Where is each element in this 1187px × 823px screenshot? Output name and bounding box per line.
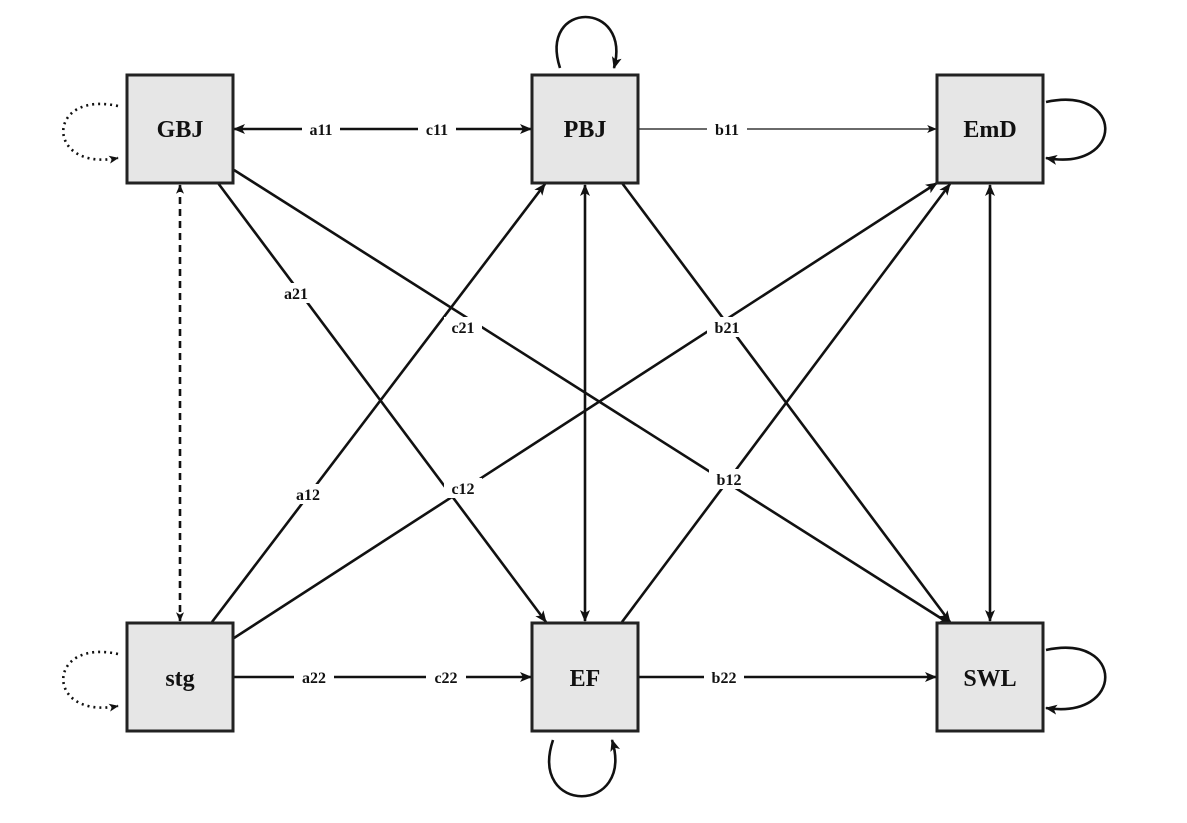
svg-text:GBJ: GBJ	[157, 117, 204, 143]
edge-label-c21: c21	[444, 317, 482, 337]
edge-label-a22: a22	[294, 667, 334, 687]
edge-stg-emd	[233, 181, 938, 640]
node-pbj: PBJ	[530, 73, 640, 185]
node-stg: stg	[125, 621, 235, 733]
edge-label-c22: c22	[426, 667, 466, 687]
svg-text:EF: EF	[570, 666, 601, 692]
edge-label-c12: c12	[444, 478, 482, 498]
edge-label-a21: a21	[277, 283, 315, 303]
svg-text:stg: stg	[165, 666, 194, 692]
svg-text:c12: c12	[451, 481, 474, 498]
edge-label-c11: c11	[418, 119, 456, 139]
loop-gbj	[61, 102, 119, 164]
svg-text:c11: c11	[426, 122, 448, 139]
edge-label-a12: a12	[289, 484, 327, 504]
edge-label-b11: b11	[707, 119, 747, 139]
svg-text:EmD: EmD	[963, 117, 1016, 143]
node-ef: EF	[530, 621, 640, 733]
edge-label-b21: b21	[707, 317, 747, 337]
edge-ef-emd	[620, 183, 952, 623]
svg-text:b22: b22	[712, 670, 737, 687]
svg-text:PBJ: PBJ	[564, 117, 607, 143]
svg-text:SWL: SWL	[963, 666, 1016, 692]
svg-text:b12: b12	[717, 472, 742, 489]
svg-text:a22: a22	[302, 670, 326, 687]
edge-label-b22: b22	[704, 667, 744, 687]
loop-pbj	[555, 15, 622, 69]
svg-text:a21: a21	[284, 286, 308, 303]
loop-emd	[1045, 98, 1107, 165]
edge-gbj-ef	[216, 182, 548, 623]
svg-text:b11: b11	[715, 122, 739, 139]
loop-stg	[61, 650, 119, 712]
svg-text:a11: a11	[309, 122, 332, 139]
svg-text:c22: c22	[434, 670, 457, 687]
loop-ef	[547, 739, 620, 798]
svg-text:a12: a12	[296, 487, 320, 504]
node-swl: SWL	[935, 621, 1045, 733]
loop-swl	[1045, 646, 1107, 715]
edge-label-b12: b12	[709, 469, 749, 489]
svg-text:c21: c21	[451, 320, 474, 337]
node-emd: EmD	[935, 73, 1045, 185]
edge-stg-pbj	[210, 183, 547, 623]
node-gbj: GBJ	[125, 73, 235, 185]
edge-label-a11: a11	[302, 119, 340, 139]
svg-text:b21: b21	[715, 320, 740, 337]
edge-gbj-swl	[233, 168, 951, 626]
